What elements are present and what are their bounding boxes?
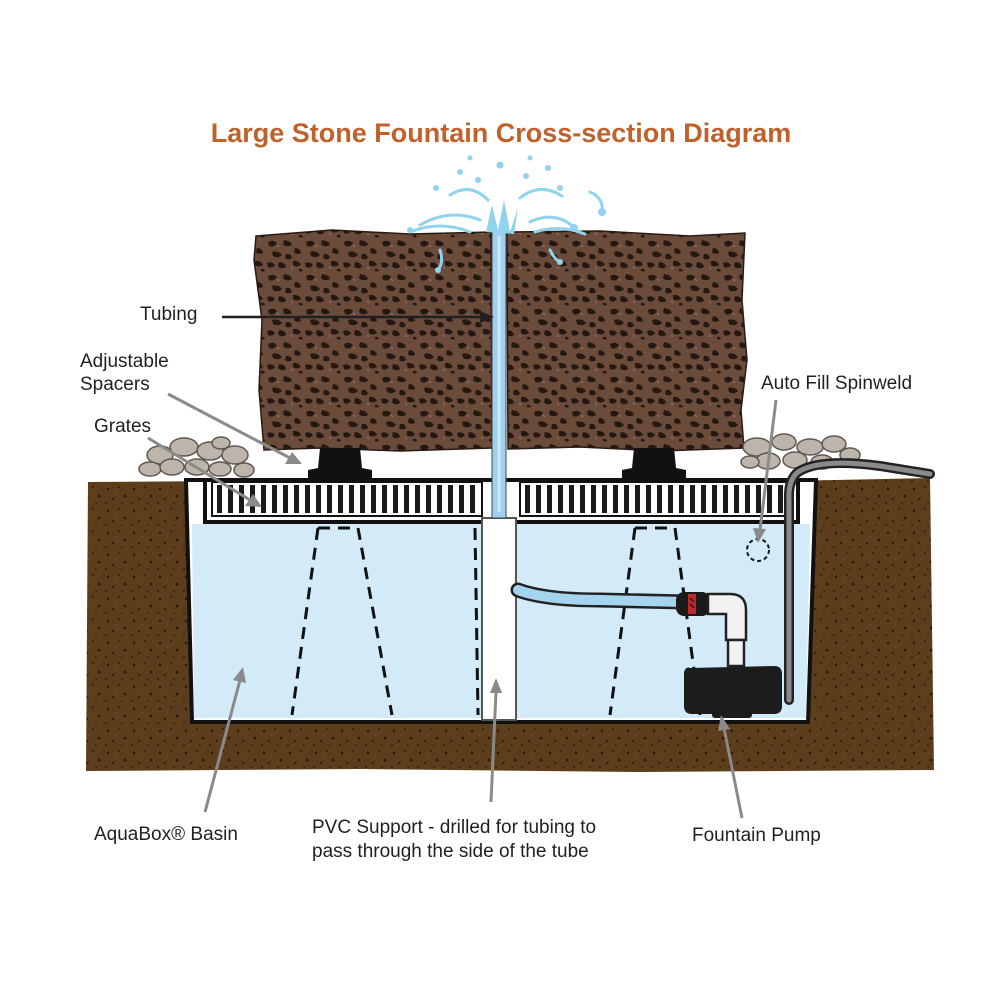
grate-bar: [261, 485, 266, 513]
grate-bar: [668, 485, 673, 513]
grate-bar: [294, 485, 299, 513]
grate-bar: [360, 485, 365, 513]
grate-bar: [734, 485, 739, 513]
label-adjustable-spacers-line1: Adjustable: [80, 351, 169, 372]
elbow-fitting: [706, 592, 748, 642]
leader-lines-grey: [147, 392, 778, 819]
grate-bar: [569, 485, 574, 513]
grate-bar: [283, 485, 288, 513]
label-auto-fill-spinweld: Auto Fill Spinweld: [761, 373, 912, 394]
grate-bar: [767, 485, 772, 513]
label-adjustable-spacers-line2: Spacers: [80, 374, 150, 395]
grate-bar: [679, 485, 684, 513]
valve: [676, 592, 710, 616]
grate-bar: [712, 485, 717, 513]
grate-bar: [624, 485, 629, 513]
grate-bar: [525, 485, 530, 513]
grate-bar: [536, 485, 541, 513]
grate-bar: [602, 485, 607, 513]
grate-bar: [701, 485, 706, 513]
grate-bar: [459, 485, 464, 513]
water-spray: [407, 155, 606, 273]
grate-bar: [778, 485, 783, 513]
label-aquabox-basin: AquaBox® Basin: [94, 824, 238, 845]
grate-bar: [723, 485, 728, 513]
label-pvc-support-line1: PVC Support - drilled for tubing to: [312, 817, 596, 838]
grate-bar: [404, 485, 409, 513]
grate-bar: [415, 485, 420, 513]
grate-bar: [591, 485, 596, 513]
grate-bar: [327, 485, 332, 513]
stone-right: [506, 230, 748, 452]
grate-bar: [756, 485, 761, 513]
label-pvc-support-line2: pass through the side of the tube: [312, 841, 589, 862]
grate-bar: [217, 485, 222, 513]
grate-bar: [228, 485, 233, 513]
label-grates: Grates: [94, 416, 151, 437]
grate-bar: [393, 485, 398, 513]
grate-bar: [646, 485, 651, 513]
grate-bar: [745, 485, 750, 513]
leader-lines: [222, 311, 494, 323]
label-fountain-pump: Fountain Pump: [692, 825, 821, 846]
grate-bar: [448, 485, 453, 513]
grate-bar: [558, 485, 563, 513]
grate-bar: [338, 485, 343, 513]
grate-bar: [305, 485, 310, 513]
grate-bar: [382, 485, 387, 513]
grate-bar: [316, 485, 321, 513]
grate-bar: [371, 485, 376, 513]
stone-left: [253, 229, 493, 452]
grate-bar: [239, 485, 244, 513]
grate-bar: [635, 485, 640, 513]
grate-bar: [437, 485, 442, 513]
grate-bar: [657, 485, 662, 513]
grate-bar: [272, 485, 277, 513]
pump-outlet: [726, 638, 746, 668]
grate-bar: [349, 485, 354, 513]
grate-bar: [613, 485, 618, 513]
fountain-pump: [684, 666, 782, 714]
diagram-title: Large Stone Fountain Cross-section Diagr…: [211, 118, 792, 148]
grate-bar: [580, 485, 585, 513]
label-tubing: Tubing: [140, 304, 197, 325]
grate-bar: [547, 485, 552, 513]
grate-bar: [470, 485, 475, 513]
support-legs: [290, 526, 702, 716]
grate-bar: [426, 485, 431, 513]
grate-bar: [690, 485, 695, 513]
adjustable-spacers: [308, 448, 686, 478]
